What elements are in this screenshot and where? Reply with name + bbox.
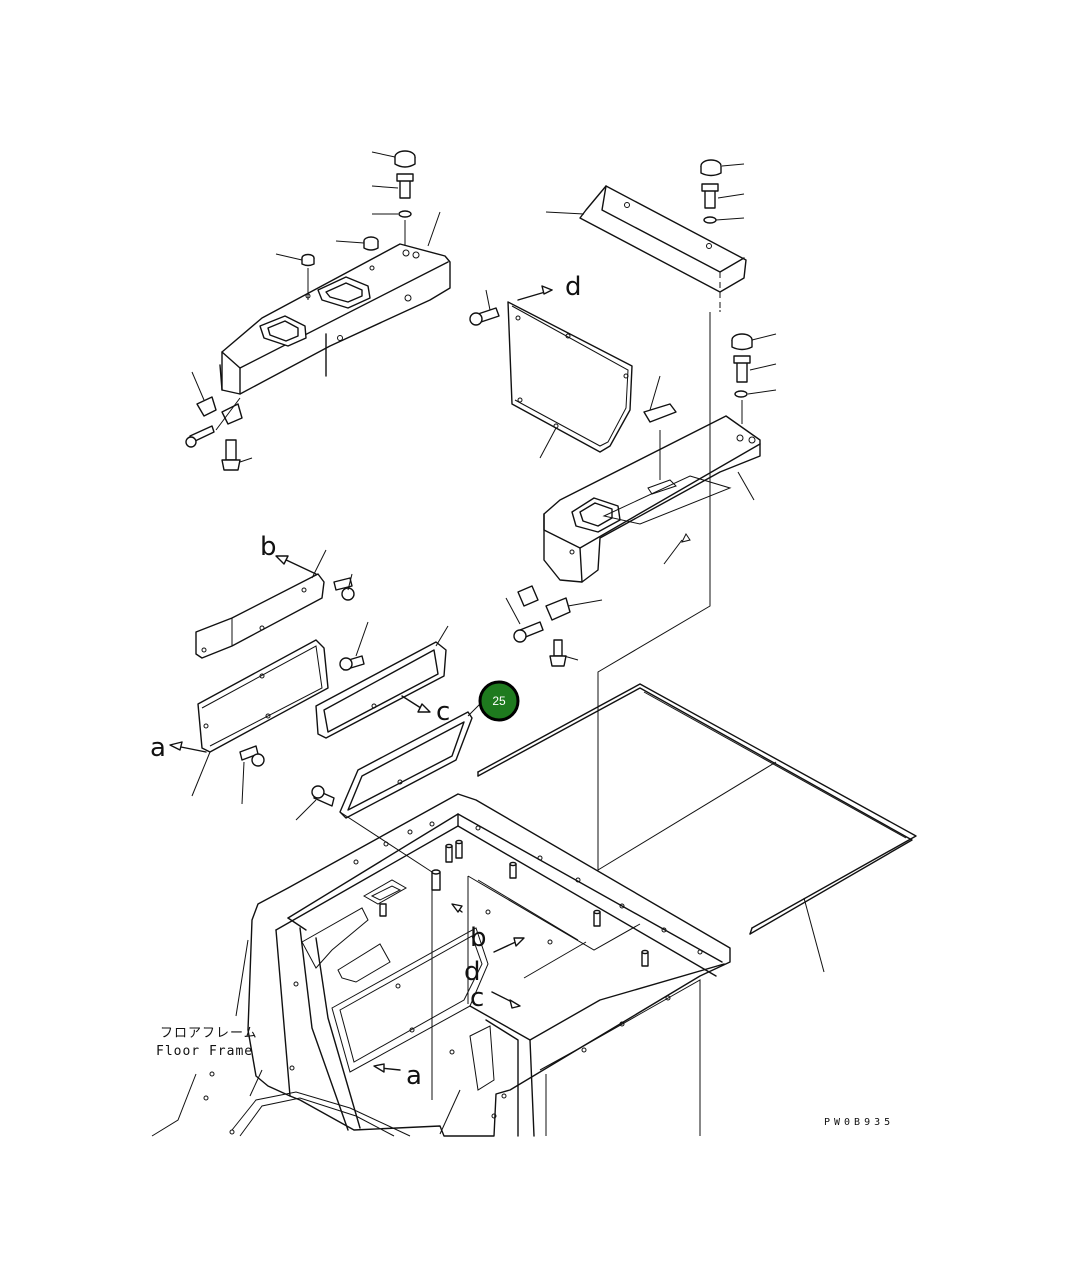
view-ref-a-top: a [150, 733, 166, 763]
floor-frame-label-en: Floor Frame [156, 1044, 253, 1059]
side-cover-plates [169, 549, 369, 805]
floor-frame-label-jp: フロアフレーム [160, 1026, 258, 1041]
drawing-code: PW0B935 [824, 1117, 894, 1128]
view-ref-d-top: d [565, 272, 582, 302]
view-ref-c-top: c [436, 697, 450, 727]
view-ref-a-frame: a [406, 1061, 422, 1091]
view-ref-d-frame: d [464, 957, 481, 987]
frame-holes [203, 821, 703, 1135]
part-callout-badge[interactable]: 25 [478, 680, 520, 722]
floor-edge-trim [477, 683, 917, 973]
callout-number: 25 [492, 694, 506, 708]
frame-posts [379, 839, 649, 967]
inspection-cover-plate [469, 285, 633, 459]
right-console-assembly [505, 159, 777, 926]
view-ref-b-top: b [260, 532, 277, 562]
left-console-assembly [185, 150, 451, 471]
floor-frame [151, 793, 731, 1137]
gasket-pieces [295, 625, 483, 821]
callout-circle[interactable] [478, 680, 520, 722]
view-ref-c-frame: c [470, 983, 484, 1013]
view-ref-b-frame: b [470, 923, 487, 953]
